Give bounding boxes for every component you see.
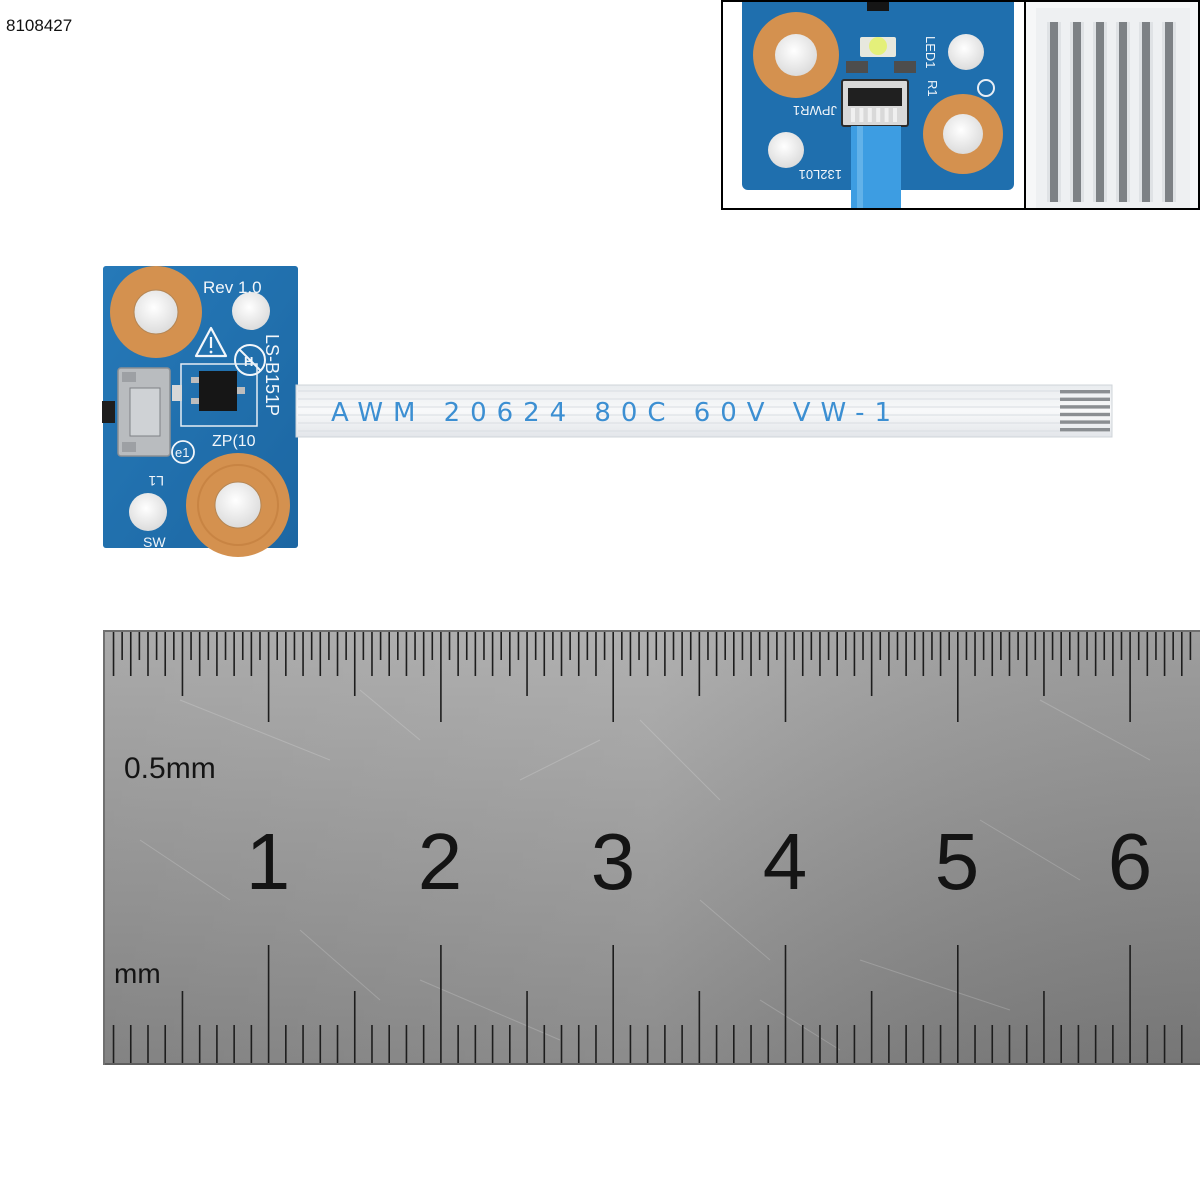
ruler-bottom-scale-label: mm (114, 958, 161, 989)
inset-panel: LED1 R1 JPWR1 132L01 (721, 0, 1200, 210)
ruler-sheen (103, 630, 1200, 1065)
inset-contact-strip (1142, 22, 1150, 202)
inset-contact-strip (1096, 22, 1104, 202)
ruler-scratch (639, 719, 721, 801)
ruler-cm-label: 3 (591, 817, 636, 906)
inset-mounting-hole-top-left (775, 34, 817, 76)
ruler-scratch (759, 999, 841, 1051)
board-model-label: LS-B151P (262, 334, 282, 416)
svg-text:H: H (244, 354, 253, 369)
ruler-ticks-bottom (112, 945, 1183, 1063)
ruler-scratch (299, 929, 381, 1001)
inset-led (869, 37, 887, 55)
ruler-scratch (359, 689, 421, 741)
sku-label: 8108427 (6, 16, 72, 35)
smd-resistor (172, 385, 182, 401)
flat-ribbon-cable: AWM 20624 80C 60V VW-1 (295, 384, 1113, 438)
board-l1-label: L1 (148, 473, 164, 489)
cable-end-contact (1060, 428, 1110, 432)
ruler-scratch (699, 899, 771, 961)
cable-end-contact (1060, 397, 1110, 401)
inset-smd-right (894, 61, 916, 73)
warning-triangle-icon (194, 326, 228, 358)
steel-ruler: 0.5mm mm 1 2 3 4 5 6 (103, 630, 1200, 1065)
inset-contact-strip (1073, 22, 1081, 202)
ruler-cm-label: 5 (935, 817, 980, 906)
power-button-board: H Rev 1.0 LS-B151P ZP(10 e1 L1 SW (102, 266, 298, 557)
ruler-scratch (1039, 699, 1151, 761)
board-mounting-hole-bottom-right (214, 481, 262, 529)
inset-connector-pin (876, 108, 881, 122)
inset-connector-pin (851, 108, 855, 122)
inset-mounting-hole-bottom-left (768, 132, 804, 168)
ruler-scratch (179, 699, 331, 761)
inset-connector-pin (859, 108, 864, 122)
inset-resistor-label: R1 (925, 80, 940, 97)
inset-mounting-hole-bottom-right (943, 114, 983, 154)
inset-pcb-notch (867, 2, 889, 11)
ruler-scratches (139, 689, 1151, 1051)
board-mounting-hole-top-right (232, 292, 270, 330)
board-copper-pad-ring (197, 464, 279, 546)
ruler-cm-label: 6 (1108, 817, 1153, 906)
inset-contact-strip (1165, 22, 1173, 202)
inset-smd-left (846, 61, 868, 73)
inset-contact-strips (1047, 22, 1176, 202)
switch-pad-bottom (122, 442, 136, 452)
ruler-cm-label: 1 (246, 817, 291, 906)
switch-plunger (102, 401, 115, 423)
inset-connector-label: JPWR1 (793, 103, 837, 118)
cable-end-contacts (1060, 390, 1110, 432)
ruler-scratch (859, 959, 1011, 1011)
inset-mounting-hole-top-right (948, 34, 984, 70)
switch-pad-top (122, 372, 136, 382)
board-mounting-hole-bottom-left (129, 493, 167, 531)
inset-connector-pin (893, 108, 897, 122)
inset-connector-latch (848, 88, 902, 106)
board-e1-label: e1 (175, 445, 189, 460)
inset-connector-pins (851, 108, 897, 122)
ruler-scratch (519, 739, 601, 781)
inset-cable-highlight (857, 126, 863, 208)
cable-end-contact (1060, 420, 1110, 424)
board-mounting-hole-top-left (133, 289, 179, 335)
cable-conductors (298, 390, 1060, 432)
cable-end-contact (1060, 405, 1110, 409)
cable-end-contact (1060, 412, 1110, 417)
inset-connector-pin (867, 108, 872, 122)
board-zp-label: ZP(10 (212, 433, 256, 450)
inset-contacts-closeup (1026, 2, 1198, 208)
inset-board-closeup: LED1 R1 JPWR1 132L01 (742, 2, 1014, 208)
ic-lead-1 (191, 377, 199, 383)
inset-contact-strip (1119, 22, 1127, 202)
cable-end-contact (1060, 390, 1110, 394)
inset-led-label: LED1 (923, 36, 938, 69)
inset-contact-strip (1050, 22, 1058, 202)
inset-part-label: 132L01 (799, 167, 842, 182)
ruler-ticks-top (112, 632, 1192, 722)
inset-marker-ring (977, 79, 995, 97)
ruler-scratch (419, 979, 561, 1041)
ruler-top-scale-label: 0.5mm (124, 752, 216, 785)
ic-lead-3 (237, 387, 245, 394)
e1-marker-ring (171, 440, 195, 464)
board-rev-label: Rev 1.0 (203, 278, 262, 297)
ic-lead-2 (191, 398, 199, 404)
ruler-cm-label: 2 (418, 817, 463, 906)
ruler-scratch (139, 839, 231, 901)
inset-connector-pin (884, 108, 889, 122)
ruler-cm-label: 4 (763, 817, 808, 906)
cable-body (295, 384, 1113, 438)
switch-body (129, 387, 161, 437)
ruler-scratch (979, 819, 1081, 881)
board-switch-label: SW (143, 534, 166, 550)
ic-chip (199, 371, 237, 411)
